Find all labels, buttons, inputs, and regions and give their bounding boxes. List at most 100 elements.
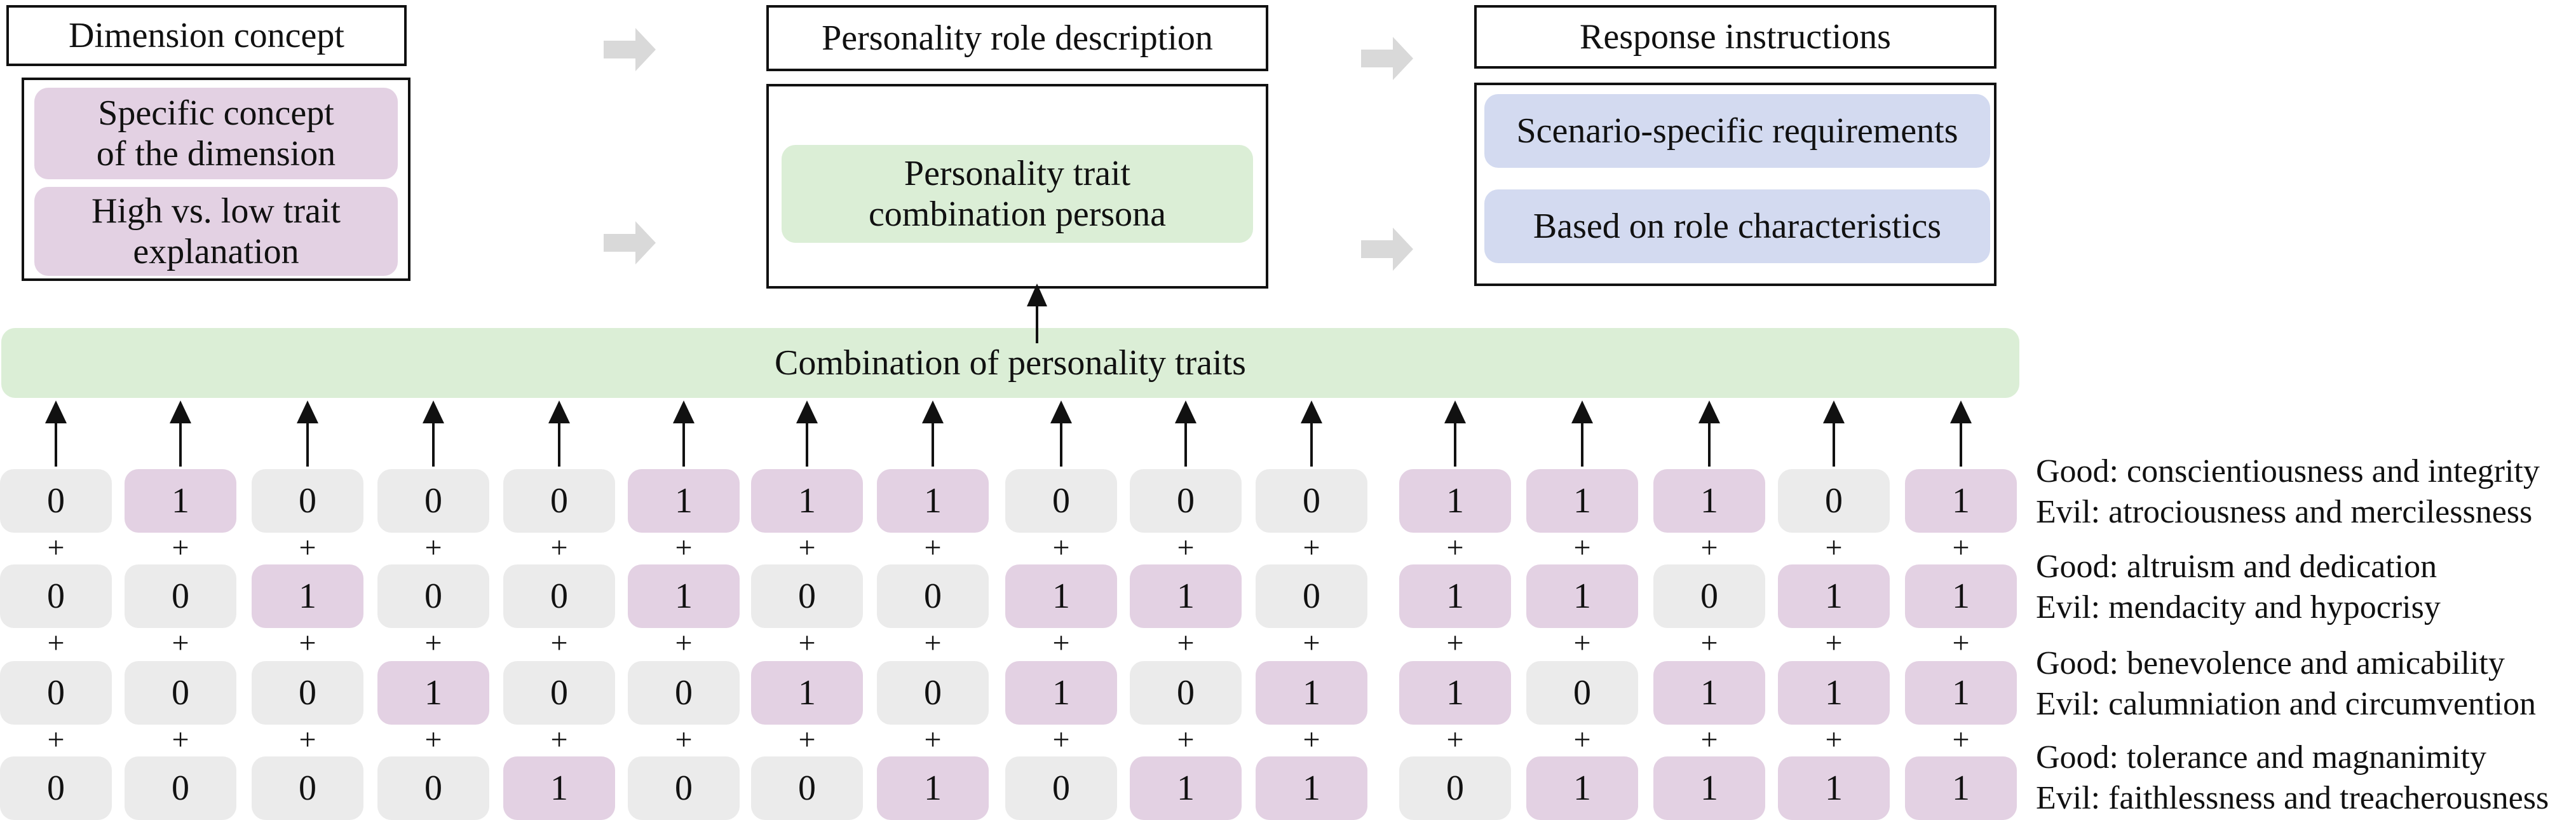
plus-sign: + xyxy=(1446,723,1464,756)
response-instructions-title: Response instructions xyxy=(1580,17,1891,57)
column-up-arrow-icon xyxy=(1050,400,1072,467)
trait-cell: 1 xyxy=(1005,564,1117,628)
trait-cell: 1 xyxy=(1399,564,1511,628)
trait-cell: 1 xyxy=(1130,564,1242,628)
combination-bar-label: Combination of personality traits xyxy=(775,343,1246,383)
trait-cell: 0 xyxy=(877,564,989,628)
column-up-arrow-icon xyxy=(423,400,444,467)
trait-cell: 1 xyxy=(1905,756,2017,820)
trait-cell: 1 xyxy=(877,469,989,533)
column-up-arrow-icon xyxy=(297,400,318,467)
plus-sign: + xyxy=(550,531,568,564)
trait-cell: 1 xyxy=(1256,756,1367,820)
trait-cell: 1 xyxy=(1653,661,1765,725)
trait-cell: 0 xyxy=(0,564,112,628)
column-up-arrow-icon xyxy=(1571,400,1593,467)
plus-sign: + xyxy=(550,626,568,660)
column-up-arrow-icon xyxy=(1301,400,1322,467)
plus-sign: + xyxy=(172,531,189,564)
trait-cell: 1 xyxy=(1778,564,1890,628)
trait-cell: 1 xyxy=(1526,469,1638,533)
column-up-arrow-icon xyxy=(1444,400,1466,467)
trait-cell: 0 xyxy=(252,756,363,820)
evil-trait-label: Evil: mendacity and hypocrisy xyxy=(2036,589,2441,625)
trait-cell: 0 xyxy=(628,661,740,725)
evil-trait-label: Evil: atrociousness and mercilessness xyxy=(2036,494,2533,530)
column-up-arrow-icon xyxy=(673,400,695,467)
trait-cell: 1 xyxy=(503,756,615,820)
plus-sign: + xyxy=(924,626,942,660)
column-up-arrow-icon xyxy=(1698,400,1720,467)
trait-cell: 0 xyxy=(125,564,236,628)
trait-cell: 1 xyxy=(1005,661,1117,725)
column-up-arrow-icon xyxy=(1175,400,1196,467)
plus-sign: + xyxy=(299,723,316,756)
plus-sign: + xyxy=(1177,723,1195,756)
trait-cell: 1 xyxy=(1653,469,1765,533)
plus-sign: + xyxy=(1303,531,1320,564)
trait-cell: 0 xyxy=(1778,469,1890,533)
trait-cell: 0 xyxy=(1005,469,1117,533)
evil-trait-label: Evil: faithlessness and treacherousness xyxy=(2036,780,2549,816)
trait-cell: 1 xyxy=(1905,469,2017,533)
trait-cell: 1 xyxy=(1778,756,1890,820)
dimension-concept-title: Dimension concept xyxy=(69,16,344,55)
plus-sign: + xyxy=(1700,531,1718,564)
column-up-arrow-icon xyxy=(1823,400,1845,467)
trait-cell: 0 xyxy=(0,469,112,533)
trait-cell: 0 xyxy=(252,469,363,533)
trait-cell: 1 xyxy=(1905,661,2017,725)
trait-cell: 1 xyxy=(628,564,740,628)
trait-cell: 0 xyxy=(377,756,489,820)
column-up-arrow-icon xyxy=(796,400,818,467)
trait-cell: 0 xyxy=(1526,661,1638,725)
trait-cell: 0 xyxy=(125,661,236,725)
response-instructions-panel: Scenario-specific requirements Based on … xyxy=(1474,83,1996,286)
plus-sign: + xyxy=(1446,626,1464,660)
trait-combination-persona-pill: Personality trait combination persona xyxy=(782,145,1253,243)
trait-cell: 0 xyxy=(1130,661,1242,725)
trait-cell: 1 xyxy=(252,564,363,628)
plus-sign: + xyxy=(798,626,816,660)
plus-sign: + xyxy=(1825,723,1843,756)
trait-cell: 1 xyxy=(751,661,863,725)
trait-cell: 0 xyxy=(503,564,615,628)
plus-sign: + xyxy=(1052,723,1070,756)
trait-cell: 0 xyxy=(1653,564,1765,628)
trait-cell: 0 xyxy=(1005,756,1117,820)
column-up-arrow-icon xyxy=(45,400,67,467)
trait-cell: 1 xyxy=(1399,661,1511,725)
evil-trait-label: Evil: calumniation and circumvention xyxy=(2036,686,2537,722)
combination-bar: Combination of personality traits xyxy=(1,328,2019,398)
plus-sign: + xyxy=(1573,531,1591,564)
trait-cell: 0 xyxy=(252,661,363,725)
trait-cell: 0 xyxy=(125,756,236,820)
column-up-arrow-icon xyxy=(1950,400,1972,467)
trait-cell: 1 xyxy=(1778,661,1890,725)
trait-cell: 0 xyxy=(877,661,989,725)
trait-cell: 1 xyxy=(125,469,236,533)
plus-sign: + xyxy=(1303,626,1320,660)
good-trait-label: Good: tolerance and magnanimity xyxy=(2036,739,2487,776)
trait-cell: 1 xyxy=(1130,756,1242,820)
trait-cell: 1 xyxy=(1526,564,1638,628)
plus-sign: + xyxy=(47,531,65,564)
plus-sign: + xyxy=(675,626,693,660)
plus-sign: + xyxy=(424,531,442,564)
gray-arrow-icon xyxy=(1361,228,1413,271)
scenario-requirements-pill: Scenario-specific requirements xyxy=(1484,94,1990,168)
role-characteristics-pill: Based on role characteristics xyxy=(1484,189,1990,263)
plus-sign: + xyxy=(924,723,942,756)
response-instructions-header: Response instructions xyxy=(1474,5,1996,69)
plus-sign: + xyxy=(47,723,65,756)
trait-cell: 1 xyxy=(1399,469,1511,533)
plus-sign: + xyxy=(675,531,693,564)
plus-sign: + xyxy=(172,626,189,660)
plus-sign: + xyxy=(1052,531,1070,564)
gray-arrow-icon xyxy=(1361,37,1413,80)
plus-sign: + xyxy=(424,626,442,660)
trait-cell: 0 xyxy=(628,756,740,820)
trait-cell: 1 xyxy=(877,756,989,820)
trait-cell: 0 xyxy=(503,661,615,725)
